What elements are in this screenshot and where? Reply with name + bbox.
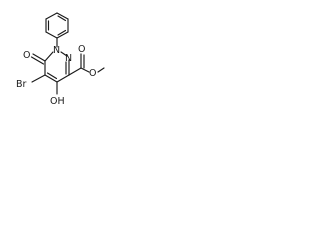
phenyl-double-bond — [57, 15, 67, 22]
phenyl-bond — [45, 12, 58, 20]
chemical-structure-diagram: N N O Br OH O O — [16, 12, 105, 107]
ketone-double-bond — [30, 56, 45, 65]
ring-bond — [60, 51, 68, 57]
ring-bond — [44, 74, 58, 83]
ketone-double-bond — [32, 53, 46, 62]
c-ester-bond — [68, 67, 82, 76]
phenyl-double-bond — [57, 29, 67, 36]
phenyl-bond — [45, 31, 58, 39]
ester-single-bond — [80, 67, 90, 73]
atom-n1: N — [53, 45, 60, 56]
pyridazinone-ring — [44, 51, 70, 83]
atom-o-ester: O — [89, 68, 96, 79]
phenyl-bond — [56, 31, 69, 39]
phenyl-bond — [56, 12, 69, 20]
atom-n2: N — [65, 53, 72, 64]
ring-bond — [56, 74, 70, 83]
atom-oh: OH — [50, 96, 65, 107]
c-br-bond — [31, 74, 46, 83]
ring-bond — [44, 51, 54, 62]
methyl-bond — [97, 67, 105, 73]
atom-o-carbonyl: O — [78, 44, 85, 55]
ring-double-bond — [46, 72, 58, 80]
atom-o-ketone: O — [23, 50, 30, 61]
atom-br: Br — [16, 79, 27, 90]
phenyl-ring — [45, 12, 69, 39]
